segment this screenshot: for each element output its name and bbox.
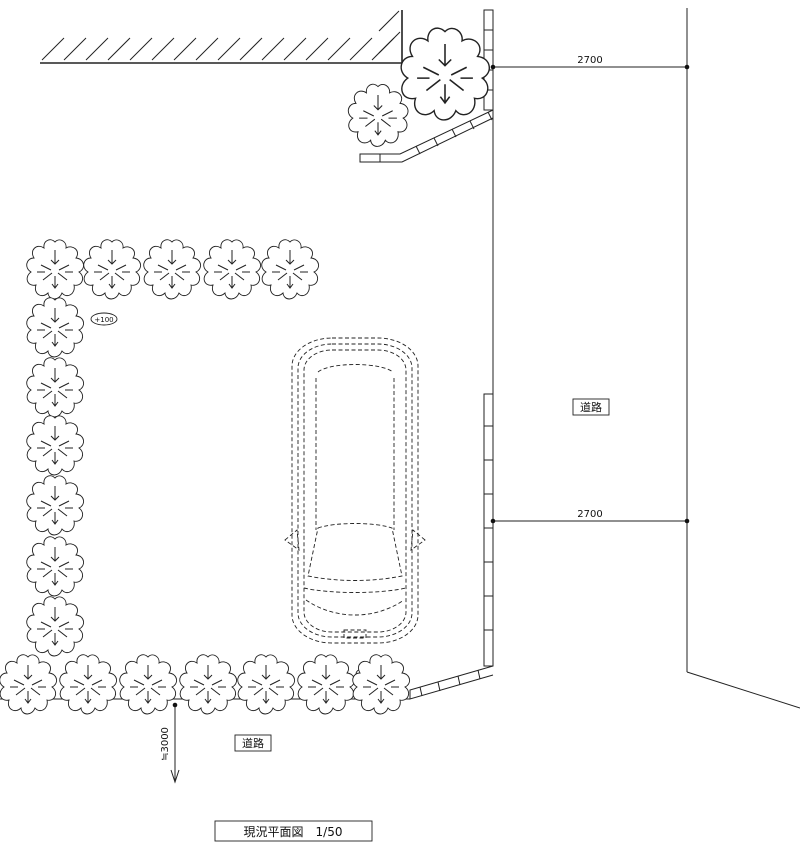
- level-marker-upper-label: +100: [94, 316, 113, 324]
- tree-icon: [347, 83, 409, 147]
- trees: [0, 27, 491, 715]
- level-marker-upper: [90, 312, 118, 326]
- tree-icon: [26, 297, 85, 358]
- tree-icon: [119, 654, 178, 715]
- tree-icon: [261, 239, 320, 300]
- tree-icon: [352, 654, 411, 715]
- tree-icon: [26, 475, 85, 536]
- drawing-title: 現況平面図 1/50: [244, 824, 343, 839]
- tree-icon: [26, 415, 85, 476]
- road-label-bottom-box: [234, 734, 272, 752]
- tree-icon: [26, 239, 85, 300]
- tree-icon: [26, 357, 85, 418]
- dimension-left-road: [170, 702, 180, 784]
- road-boundary: [686, 8, 800, 709]
- dimension-top: [490, 64, 690, 70]
- tree-icon: [26, 596, 85, 657]
- tree-icon: [179, 654, 238, 715]
- tree-icon: [0, 654, 58, 715]
- tree-icon: [26, 536, 85, 597]
- road-label-bottom: 道路: [242, 736, 264, 750]
- hatched-boundary: [40, 10, 403, 64]
- tree-icon: [400, 27, 491, 121]
- road-label-right-box: [572, 398, 610, 416]
- dimension-middle: [490, 518, 690, 524]
- right-block-wall: [483, 9, 494, 667]
- tree-icon: [203, 239, 262, 300]
- car-outline: [284, 337, 426, 644]
- tree-icon: [143, 239, 202, 300]
- dimension-top-label: 2700: [577, 55, 602, 66]
- upper-curb: [359, 109, 494, 163]
- tree-icon: [237, 654, 296, 715]
- tree-icon: [297, 654, 356, 715]
- tree-icon: [83, 239, 142, 300]
- road-label-right: 道路: [580, 400, 602, 414]
- dimension-middle-label: 2700: [577, 509, 602, 520]
- drawing-title-box: [214, 820, 373, 842]
- dimension-left-road-label: ≒3000: [160, 727, 171, 761]
- tree-icon: [59, 654, 118, 715]
